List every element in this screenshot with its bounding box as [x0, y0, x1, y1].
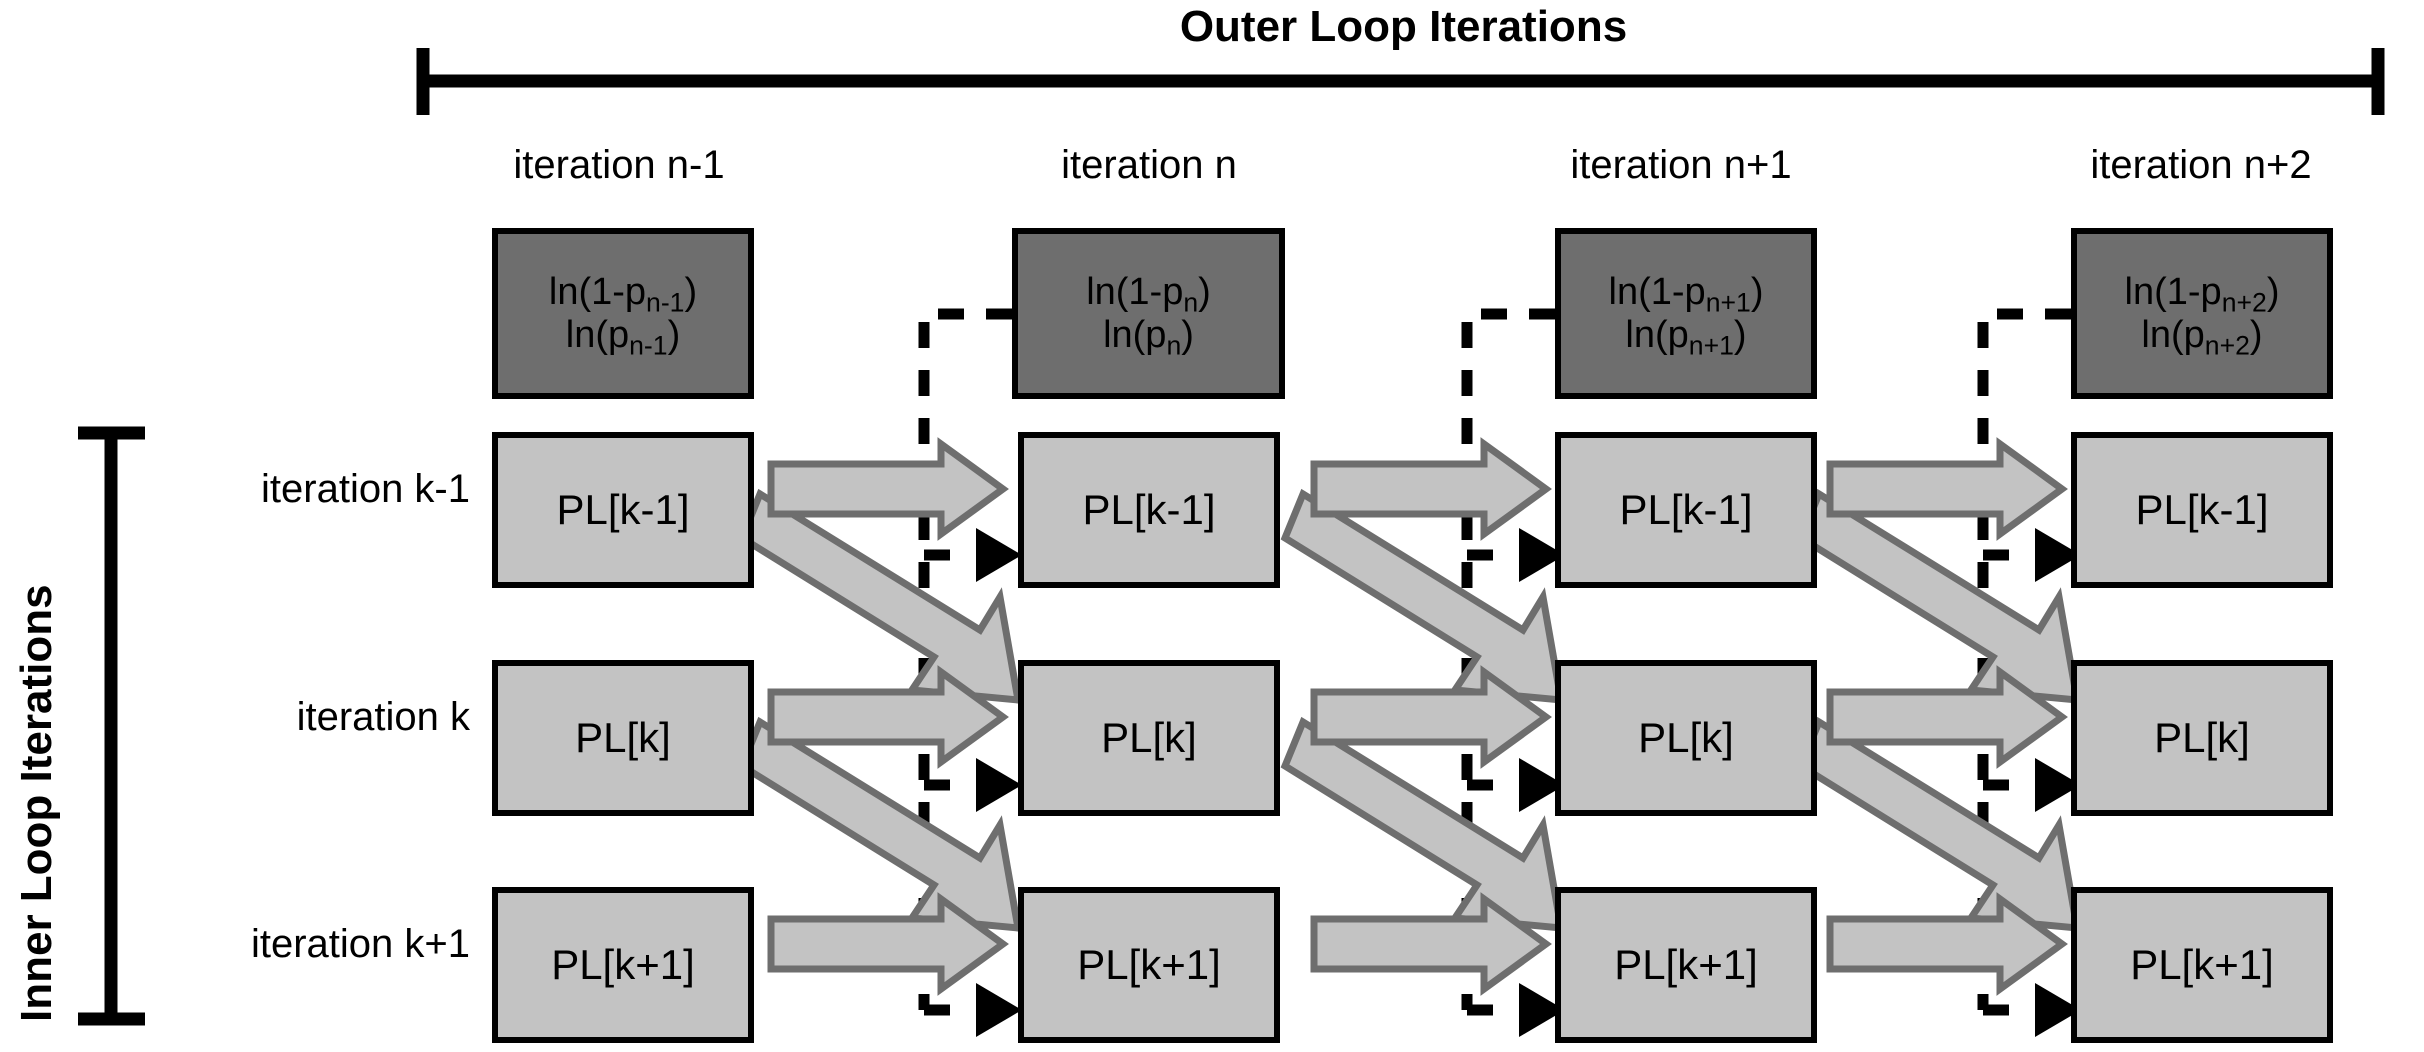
pl-box-label: PL[k]: [575, 714, 671, 761]
column-label-0: iteration n-1: [513, 143, 725, 187]
pl-box-r0-c1[interactable]: PL[k-1]: [1018, 432, 1280, 588]
dashed-arrowheads-gap-2: [1519, 528, 1565, 1037]
pl-box-label: PL[k+1]: [2130, 941, 2274, 988]
pl-box-r2-c2[interactable]: PL[k+1]: [1555, 887, 1817, 1043]
pl-box-label: PL[k]: [1101, 714, 1197, 761]
inner-loop-title: Inner Loop Iterations: [12, 584, 61, 1022]
prob-box-col-2[interactable]: ln(1-pn+1) ln(pn+1): [1555, 228, 1817, 399]
row-label-1: iteration k: [296, 695, 470, 739]
prob-box-line-2: ln(pn-1): [565, 313, 681, 360]
pl-box-label: PL[k-1]: [1619, 486, 1753, 533]
pl-box-label: PL[k]: [2154, 714, 2250, 761]
column-label-2: iteration n+1: [1570, 143, 1792, 187]
pl-box-label: PL[k-1]: [556, 486, 690, 533]
pl-box-r1-c1[interactable]: PL[k]: [1018, 660, 1280, 816]
prob-box-line-1: ln(1-pn+2): [2124, 270, 2280, 318]
column-label-1: iteration n: [1061, 143, 1237, 187]
dashed-broadcast-gap-2: [1461, 308, 1555, 1016]
pl-box-label: PL[k-1]: [2135, 486, 2269, 533]
pl-box-r0-c0[interactable]: PL[k-1]: [492, 432, 754, 588]
prob-box-line-2: ln(pn+2): [2141, 313, 2263, 360]
pl-box-r2-c0[interactable]: PL[k+1]: [492, 887, 754, 1043]
outer-loop-title: Outer Loop Iterations: [1179, 2, 1628, 51]
dashed-broadcast-gap-1: [918, 308, 1012, 1016]
pl-box-label: PL[k+1]: [1614, 941, 1758, 988]
prob-box-line-1: ln(1-pn): [1086, 270, 1211, 318]
pl-box-label: PL[k-1]: [1082, 486, 1216, 533]
dashed-broadcast-gap-3: [1977, 308, 2071, 1016]
pl-box-r2-c1[interactable]: PL[k+1]: [1018, 887, 1280, 1043]
prob-box-col-0[interactable]: ln(1-pn-1) ln(pn-1): [492, 228, 754, 399]
pl-box-label: PL[k]: [1638, 714, 1734, 761]
pl-box-r1-c3[interactable]: PL[k]: [2071, 660, 2333, 816]
pl-box-label: PL[k+1]: [551, 941, 695, 988]
pl-box-label: PL[k+1]: [1077, 941, 1221, 988]
prob-box-line-1: ln(1-pn-1): [548, 270, 698, 318]
prob-box-col-3[interactable]: ln(1-pn+2) ln(pn+2): [2071, 228, 2333, 399]
row-label-0: iteration k-1: [261, 467, 470, 511]
pl-box-r1-c2[interactable]: PL[k]: [1555, 660, 1817, 816]
prob-box-col-1[interactable]: ln(1-pn) ln(pn): [1012, 228, 1285, 399]
pl-box-r0-c2[interactable]: PL[k-1]: [1555, 432, 1817, 588]
pl-box-r1-c0[interactable]: PL[k]: [492, 660, 754, 816]
dashed-arrowheads-gap-1: [976, 528, 1022, 1037]
dashed-arrowheads-gap-3: [2035, 528, 2081, 1037]
prob-box-line-2: ln(pn+1): [1625, 313, 1747, 360]
prob-box-line-1: ln(1-pn+1): [1608, 270, 1764, 318]
prob-box-line-2: ln(pn): [1103, 313, 1194, 360]
column-label-3: iteration n+2: [2090, 143, 2312, 187]
pl-box-r0-c3[interactable]: PL[k-1]: [2071, 432, 2333, 588]
inner-loop-bracket: [78, 426, 145, 1026]
pl-box-r2-c3[interactable]: PL[k+1]: [2071, 887, 2333, 1043]
row-label-2: iteration k+1: [250, 922, 470, 966]
outer-loop-bracket: [416, 48, 2385, 115]
